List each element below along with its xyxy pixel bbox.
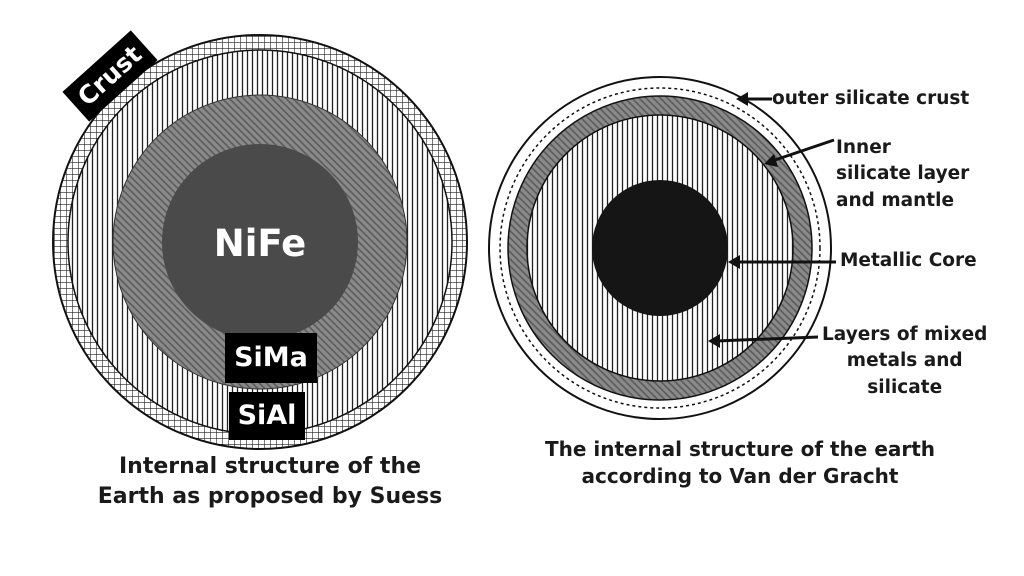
mixed-label-line3: silicate — [867, 376, 943, 398]
mixed-label-line1: Layers of mixed — [822, 324, 988, 345]
inner-label-line3: and mantle — [836, 189, 955, 211]
metallic-core-label: Metallic Core — [840, 248, 977, 274]
inner-silicate-layer-label: Inner silicate layer and mantle — [836, 135, 969, 214]
outer-silicate-crust-label: outer silicate crust — [772, 86, 969, 112]
suess-nife-core — [162, 144, 358, 340]
vdg-caption-line1: The internal structure of the earth — [544, 437, 936, 461]
arrow-inner-silicate — [771, 138, 835, 163]
sial-label-box: SiAl — [229, 392, 305, 440]
arrow-metallic-core-head — [728, 255, 740, 269]
outer-silicate-crust-text: outer silicate crust — [772, 88, 970, 109]
vdg-crust-dotted-line — [499, 87, 821, 409]
suess-caption: Internal structure of the Earth as propo… — [60, 452, 480, 511]
nife-core-label: NiFe — [213, 222, 307, 265]
inner-label-line2: silicate layer — [836, 163, 970, 185]
leader-arrows — [708, 92, 836, 348]
van-der-gracht-diagram — [488, 76, 832, 420]
inner-label-line1: Inner — [836, 137, 891, 158]
arrow-inner-silicate-head — [764, 154, 778, 167]
suess-caption-line2: Earth as proposed by Suess — [97, 483, 443, 509]
sima-label-box: SiMa — [225, 333, 317, 383]
mixed-label-line2: metals and — [846, 350, 963, 372]
vdg-metallic-core — [592, 180, 728, 316]
van-der-gracht-caption: The internal structure of the earth acco… — [520, 436, 960, 490]
suess-caption-line1: Internal structure of the — [118, 454, 422, 479]
vdg-caption-line2: according to Van der Gracht — [581, 464, 899, 488]
arrow-mixed-layers-head — [708, 334, 720, 348]
mixed-layers-label: Layers of mixed metals and silicate — [822, 322, 987, 401]
suess-diagram — [52, 34, 468, 450]
arrow-mixed-layers — [715, 335, 819, 343]
metallic-core-text: Metallic Core — [840, 250, 977, 271]
arrow-outer-crust-head — [736, 92, 748, 106]
